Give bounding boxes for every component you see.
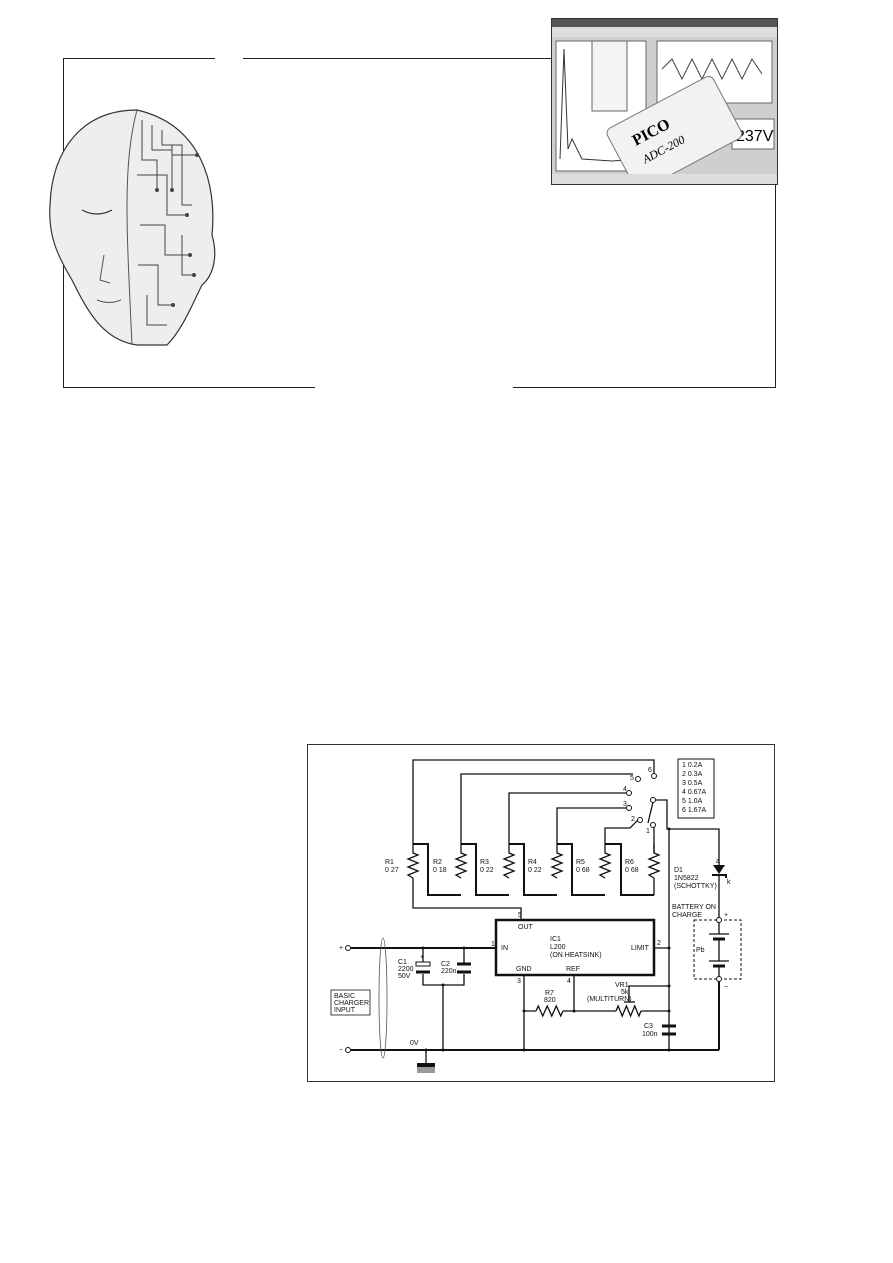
c1-voltage: 50V [398,973,411,980]
ic1-note: (ON HEATSINK) [550,952,602,959]
input-minus: − [339,1047,343,1054]
ground-symbol [417,1063,435,1067]
switch-label-3: 3 [623,801,627,808]
ic1-pin2: 2 [657,940,661,947]
d1-anode-label: a [716,858,720,865]
battery-box [693,919,742,980]
ic1-pin3: 3 [517,978,521,985]
c3-value: 100n [642,1031,658,1038]
c2-value: 220n [441,968,457,975]
resistor-r7 [535,1004,564,1018]
switch-label-4: 4 [623,786,627,793]
d1-cathode-label: k [727,879,731,886]
input-label-box [330,989,371,1016]
d1-label: D1 [674,867,683,874]
d1-part: 1N5822 [674,875,699,882]
input-cable-ellipse [378,937,388,1059]
c2-capacitor [457,962,471,974]
resistor-r6 [647,844,661,879]
resistor-r5 [598,844,612,879]
ic1-pin5: 5 [518,912,522,919]
battery-plus: + [724,912,728,919]
c1-capacitor [415,961,431,967]
r2-value: 0 18 [433,867,447,874]
resistor-r3 [502,844,516,879]
r4-label: R4 [528,859,537,866]
r1-label: R1 [385,859,394,866]
zero-v-label: 0V [410,1040,419,1047]
ic1-ref: REF [566,966,580,973]
switch-label-5: 5 [630,775,634,782]
r5-value: 0 68 [576,867,590,874]
switch-contact-1 [650,822,656,828]
c3-capacitor [662,1024,676,1036]
ic1-in: IN [501,945,508,952]
switch-contact-4 [626,790,632,796]
legend-row: 3 0.5A [682,780,703,787]
r7-label: R7 [545,990,554,997]
legend-row: 1 0.2A [682,762,703,769]
d1-diode-symbol [713,865,725,874]
frame-top-left [63,58,215,59]
ic1-pin4: 4 [567,978,571,985]
legend-row: 6 1.67A [682,807,706,814]
ic1-pin1: 1 [491,941,495,948]
switch-contact-2 [637,817,643,823]
vr1-value: 5k [621,989,629,996]
frame-right [775,182,776,388]
frame-top-right [243,58,553,59]
resistor-r2 [454,844,468,879]
c2-label: C2 [441,961,450,968]
switch-label-1: 1 [646,828,650,835]
switch-contact-6 [651,773,657,779]
pico-readout: 237V [736,128,774,145]
ic1-label: IC1 [550,936,561,943]
ic1-gnd: GND [516,966,532,973]
switch-label-6: 6 [648,767,652,774]
ic1-limit: LIMIT [631,945,650,952]
c1-label: C1 [398,959,407,966]
switch-label-2: 2 [631,816,635,823]
legend-row: 2 0.3A [682,771,703,778]
r4-value: 0 22 [528,867,542,874]
c3-label: C3 [644,1023,653,1030]
legend-row: 4 0.67A [682,789,706,796]
switch-contact-3 [626,805,632,811]
input-label-1: BASIC [334,993,355,1000]
r3-label: R3 [480,859,489,866]
potentiometer-vr1 [615,1004,642,1018]
c1-polarity: + [420,954,424,961]
frame-bottom-right [513,387,776,388]
r3-value: 0 22 [480,867,494,874]
battery-minus: − [724,984,728,991]
legend-row: 5 1.0A [682,798,703,805]
r2-label: R2 [433,859,442,866]
frame-bottom-left [63,387,315,388]
vr1-note: (MULTITURN) [587,996,632,1003]
resistor-r1 [406,844,420,879]
r1-value: 0 27 [385,867,399,874]
vr1-label: VR1 [615,982,629,989]
pico-adc200-photo: 237V PICO ADC-200 [551,18,778,185]
r7-value: 820 [544,997,556,1004]
charger-circuit-diagram: 6 5 4 3 2 1 R1 0 27 R2 0 18 R3 0 22 R4 0… [307,744,775,1082]
current-legend-box [677,758,715,819]
input-label-3: INPUT [334,1007,356,1014]
r6-label: R6 [625,859,634,866]
c1-value: 2200 [398,966,414,973]
ic1-out: OUT [518,924,534,931]
input-plus: + [339,945,343,952]
r5-label: R5 [576,859,585,866]
switch-contact-5 [635,776,641,782]
resistor-r4 [550,844,564,879]
switch-common [650,797,656,803]
r6-value: 0 68 [625,867,639,874]
battery-label-2: CHARGE [672,912,702,919]
d1-note: (SCHOTTKY) [674,883,717,890]
battery-type: Pb [696,947,705,954]
input-label-2: CHARGER [334,1000,369,1007]
ic1-part: L200 [550,944,566,951]
circuit-face-illustration [42,105,222,350]
battery-label-1: BATTERY ON [672,904,716,911]
